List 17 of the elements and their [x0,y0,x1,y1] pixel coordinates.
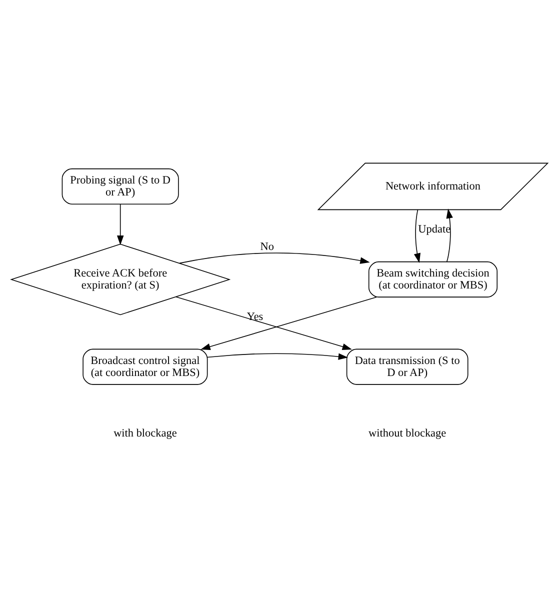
label: without blockage [368,426,446,439]
arrow [446,208,453,262]
node-box: Broadcast control signal (at coordinator or MBS) [82,348,208,384]
edge-label: Yes [246,310,264,322]
edge-label: No [260,240,274,252]
arrow [176,296,352,350]
arrow [116,203,124,245]
arrow [207,352,348,360]
node-box: Beam switching decision (at coordinator or MBS) [368,260,498,297]
node-diamond: Receive ACK before expiration? (at S) [10,243,231,315]
node-box: Data transmission (S to D or AP) [346,348,468,384]
edge-label: Update [418,223,451,236]
arrow [200,296,377,350]
node-box: Probing signal (S to D or AP) [62,168,179,204]
arrow [179,252,370,264]
label: with blockage [114,426,177,439]
arrow [414,208,421,262]
